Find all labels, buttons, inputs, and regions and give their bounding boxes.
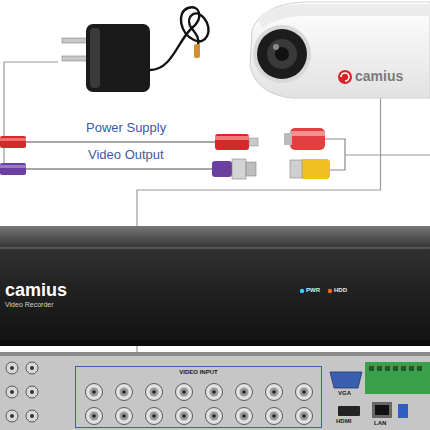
dvr-front [0,226,430,346]
led-label: PWR [306,287,320,294]
node-text: Video Recorder [5,301,54,309]
label-slot: Video Output [88,148,164,163]
label-slot: LAN [374,420,386,427]
bnc-connector [206,384,223,401]
bnc-connector [86,384,103,401]
bnc-connector [266,408,283,425]
bnc-connector [176,384,193,401]
bnc-connector [146,408,163,425]
bnc-connector [116,408,133,425]
bnc-inputs [86,384,313,425]
camera-logo: camius [354,67,407,86]
power-adapter [62,7,209,92]
bnc-connector [296,384,313,401]
node-text: VIDEO INPUT [179,369,217,376]
leader-line [4,62,58,172]
label-slot: HDD [334,287,347,294]
cable-label: Video Output [88,148,164,163]
label-slot: PWR [306,287,320,294]
port-label: VGA [338,390,351,397]
bnc-connector [266,384,283,401]
bnc-connector [236,384,253,401]
port-label: LAN [374,420,386,427]
node-text: camius [5,280,67,301]
video-input-block: VIDEO INPUT [75,366,322,428]
dvr-front-panel: camiusVideo Recorder [4,279,71,310]
label-slot: Power Supply [86,121,166,136]
bullet-camera [250,2,430,98]
led-label: HDD [334,287,347,294]
bnc-connector [236,408,253,425]
camera-pigtail [284,128,430,179]
port-label: HDMI [336,418,351,425]
node-text: camius [355,68,403,84]
bnc-connector [86,408,103,425]
dvr-rear-panel [0,352,430,430]
cable-label: Power Supply [86,121,166,136]
bnc-connector [116,384,133,401]
bnc-connector [296,408,313,425]
label-slot: HDMI [336,418,351,425]
bnc-connector [146,384,163,401]
bnc-connector [206,408,223,425]
bnc-connector [176,408,193,425]
label-slot: VGA [338,390,351,397]
